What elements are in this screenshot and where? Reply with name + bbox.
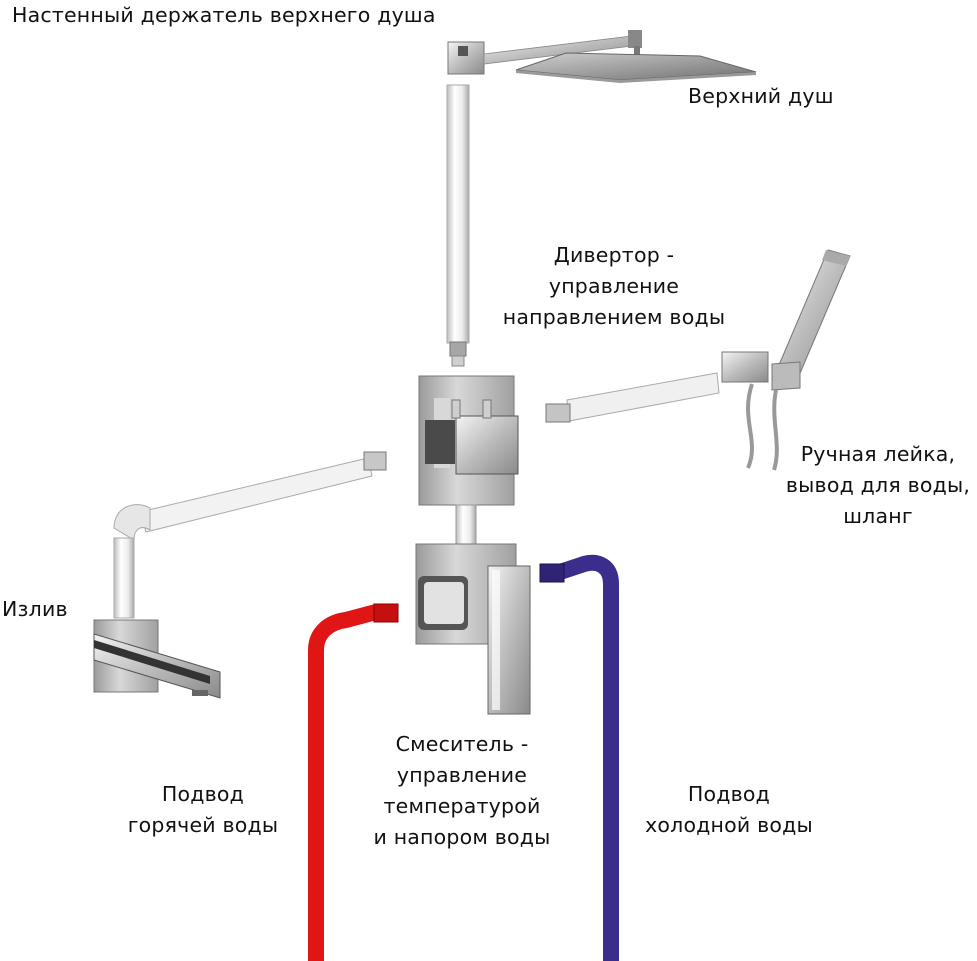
- diverter-line-2: управление: [548, 274, 680, 298]
- spout-supply-pipe: [113, 451, 387, 619]
- hot-supply-line-2: горячей воды: [127, 813, 279, 837]
- hot-supply-line-1: Подвод: [161, 782, 245, 806]
- wall-holder-line: Настенный держатель верхнего душа: [12, 3, 436, 27]
- hand-shower: [721, 249, 851, 471]
- diverter-label: Дивертор - управление направлением воды: [490, 240, 738, 333]
- diverter-line-3: направлением воды: [502, 305, 726, 329]
- cold-supply-line-2: холодной воды: [645, 813, 813, 837]
- hand-shower-line-2: вывод для воды,: [785, 473, 971, 497]
- hand-shower-supply-pipe: [545, 372, 720, 423]
- wall-holder-label: Настенный держатель верхнего душа: [12, 0, 436, 31]
- hand-shower-line-1: Ручная лейка,: [800, 442, 956, 466]
- cold-water-pipe: [539, 554, 619, 961]
- hand-shower-label: Ручная лейка, вывод для воды, шланг: [780, 439, 976, 532]
- cold-supply-label: Подвод холодной воды: [636, 779, 822, 841]
- overhead-supply-pipe: [446, 84, 470, 367]
- spout-line: Излив: [2, 597, 68, 621]
- mixer-line-2: управление: [396, 763, 528, 787]
- overhead-shower-label: Верхний душ: [688, 81, 834, 112]
- diverter-line-1: Дивертор -: [553, 243, 675, 267]
- cold-supply-line-1: Подвод: [687, 782, 771, 806]
- mixer-line-1: Смеситель -: [395, 732, 529, 756]
- hot-water-pipe: [308, 603, 399, 961]
- hand-shower-line-3: шланг: [843, 504, 913, 528]
- spout: [93, 619, 221, 699]
- mixer-line-3: температурой: [383, 794, 541, 818]
- spout-label: Излив: [2, 594, 68, 625]
- mixer-label: Смеситель - управление температурой и на…: [356, 729, 568, 853]
- mixer-unit: [415, 543, 531, 715]
- diverter-unit: [418, 375, 519, 546]
- shower-arm: [447, 30, 642, 75]
- overhead-shower-line: Верхний душ: [688, 84, 834, 108]
- mixer-line-4: и напором воды: [373, 825, 551, 849]
- hot-supply-label: Подвод горячей воды: [118, 779, 288, 841]
- overhead-shower-head: [515, 52, 757, 83]
